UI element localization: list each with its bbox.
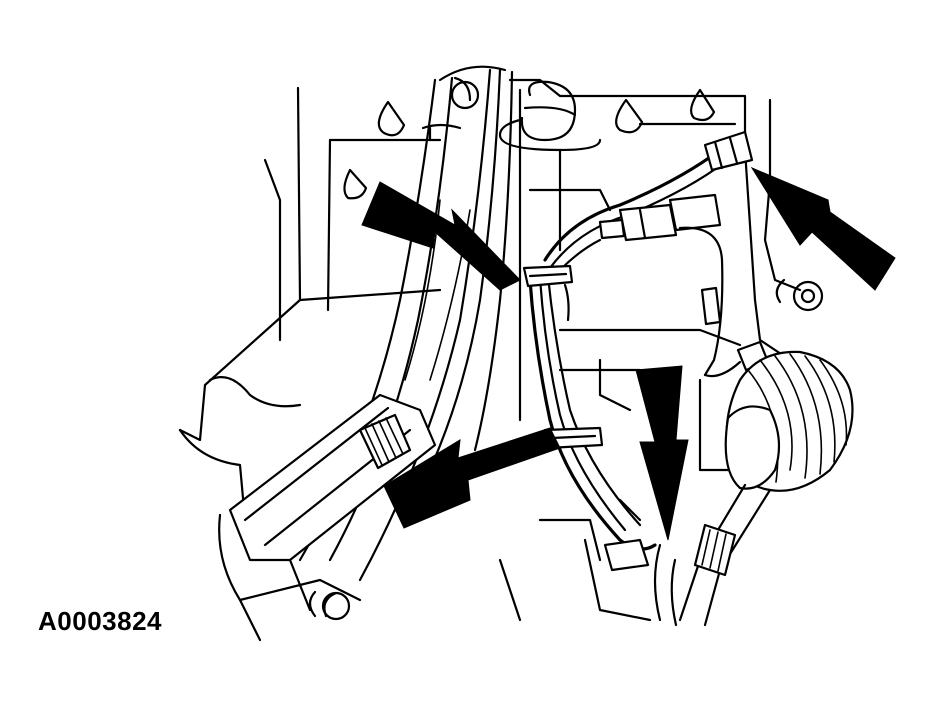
- fasteners: [308, 278, 824, 621]
- brake-hose-boot: [653, 350, 854, 627]
- callout-arrow-upper-left: [361, 181, 521, 291]
- callout-arrows: [361, 166, 896, 541]
- teardrop-cutouts: [343, 88, 716, 200]
- tie-rod-assembly: [218, 393, 437, 642]
- figure-id-label: A0003824: [38, 606, 162, 636]
- harness-clips: [522, 264, 650, 572]
- callout-arrow-upper-right: [750, 166, 896, 291]
- callout-arrow-lower-center: [635, 365, 689, 541]
- upper-mount-bushing: [421, 80, 602, 152]
- electrical-connectors: [598, 130, 770, 378]
- body-panel-outline: [178, 78, 802, 622]
- callout-arrow-lower-left: [383, 427, 561, 529]
